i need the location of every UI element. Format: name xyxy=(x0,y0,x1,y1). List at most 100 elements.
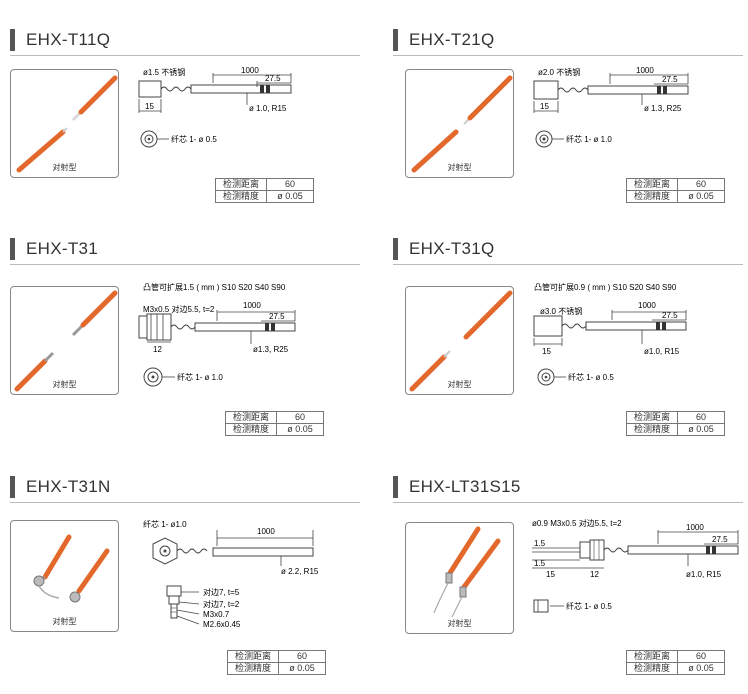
dim-label: 15 xyxy=(542,347,551,356)
dim-label: 凸管可扩展0.9 ( mm ) S10 S20 S40 S90 xyxy=(534,282,677,292)
dim-label: ø 2.2, R15 xyxy=(281,567,319,576)
core-label: 纤芯 1- ø 0.5 xyxy=(568,372,614,382)
product-photo: 对射型 xyxy=(10,520,119,632)
dimension-drawing: ø1.5 不锈钢 1000 27.5 15 ø 1.0, R15 纤芯 1- ø… xyxy=(138,66,292,148)
dim-label: ø1.3, R25 xyxy=(253,345,289,354)
dim-label: ø0.9 M3x0.5 对边5.5, t=2 xyxy=(532,518,622,528)
spec-key-distance: 检测距离 xyxy=(626,650,678,663)
dim-label: 1.5 xyxy=(534,559,546,568)
spec-value-distance: 60 xyxy=(278,650,326,663)
dim-label: ø 1.3, R25 xyxy=(644,104,682,113)
dim-label: 1000 xyxy=(241,66,259,75)
product-title: EHX-LT31S15 xyxy=(409,477,521,496)
dim-label: 对边7, t=5 xyxy=(203,587,240,597)
spec-value-distance: 60 xyxy=(677,411,725,424)
photo-caption: 对射型 xyxy=(52,380,77,389)
product-panel-ehx-t11q: EHX-T11Q 对射型 ø1.5 不锈钢 1000 27.5 15 ø 1.0… xyxy=(10,27,370,247)
dim-label: ø1.5 不锈钢 xyxy=(143,67,185,77)
spec-key-distance: 检测距离 xyxy=(225,411,277,424)
photo-caption: 对射型 xyxy=(447,163,472,172)
photo-caption: 对射型 xyxy=(447,380,472,389)
dim-label: 对边7, t=2 xyxy=(203,599,240,609)
dimension-drawing: 纤芯 1- ø1.0 1000 ø 2.2, R15 对边7, t=5 对边7,… xyxy=(143,519,319,629)
product-title: EHX-T21Q xyxy=(409,30,495,49)
section-header: EHX-T21Q xyxy=(393,27,743,56)
section-header: EHX-LT31S15 xyxy=(393,474,743,503)
fiber-photo-illustration xyxy=(33,534,110,603)
spec-key-distance: 检测距离 xyxy=(215,178,267,191)
dimension-drawing: 凸管可扩展1.5 ( mm ) S10 S20 S40 S90 M3x0.5 对… xyxy=(138,282,296,387)
dim-label: 1000 xyxy=(257,527,275,536)
product-title: EHX-T31Q xyxy=(409,239,495,258)
product-panel-ehx-lt31s15: EHX-LT31S15 对射型 ø0.9 M3x0.5 对边5.5, t=2 1… xyxy=(393,474,748,694)
spec-key-precision: 检测精度 xyxy=(227,662,279,675)
core-label: 纤芯 1- ø 1.0 xyxy=(177,372,223,382)
header-accent-bar xyxy=(393,476,398,498)
dim-label: 1000 xyxy=(638,301,656,310)
section-header: EHX-T11Q xyxy=(10,27,360,56)
dim-label: ø1.0, R15 xyxy=(644,347,680,356)
dim-label: M2.6x0.45 xyxy=(203,620,241,629)
header-accent-bar xyxy=(10,476,15,498)
dim-label: ø2.0 不锈钢 xyxy=(538,67,580,77)
spec-key-distance: 检测距离 xyxy=(626,178,678,191)
spec-value-distance: 60 xyxy=(677,178,725,191)
dim-label: 27.5 xyxy=(662,311,678,320)
product-photo: 对射型 xyxy=(405,522,514,634)
dim-label: 1000 xyxy=(636,66,654,75)
spec-value-precision: ø 0.05 xyxy=(276,423,324,436)
dim-label: 15 xyxy=(145,102,154,111)
core-label: 纤芯 1- ø 0.5 xyxy=(171,134,217,144)
spec-value-precision: ø 0.05 xyxy=(278,662,326,675)
spec-value-distance: 60 xyxy=(266,178,314,191)
product-panel-ehx-t31q: EHX-T31Q 对射型 凸管可扩展0.9 ( mm ) S10 S20 S40… xyxy=(393,236,748,456)
dim-label: 1000 xyxy=(243,301,261,310)
spec-value-precision: ø 0.05 xyxy=(266,190,314,203)
spec-value-distance: 60 xyxy=(276,411,324,424)
spec-key-precision: 检测精度 xyxy=(626,423,678,436)
product-title: EHX-T11Q xyxy=(26,30,111,49)
product-photo: 对射型 xyxy=(10,286,119,395)
spec-key-precision: 检测精度 xyxy=(626,190,678,203)
dim-label: ø1.0, R15 xyxy=(686,570,722,579)
dim-label: ø3.0 不锈钢 xyxy=(540,306,582,316)
dim-label: M3x0.5 对边5.5, t=2 xyxy=(143,304,215,314)
spec-value-precision: ø 0.05 xyxy=(677,423,725,436)
product-title: EHX-T31N xyxy=(26,477,111,496)
dim-label: 12 xyxy=(153,345,162,354)
fiber-photo-illustration xyxy=(433,526,501,618)
section-header: EHX-T31 xyxy=(10,236,360,265)
product-title: EHX-T31 xyxy=(26,239,99,258)
fiber-photo-illustration xyxy=(409,290,513,392)
dim-label: ø 1.0, R15 xyxy=(249,104,287,113)
product-panel-ehx-t31n: EHX-T31N 对射型 纤芯 1- ø1.0 1000 ø 2.2, R15 xyxy=(10,474,370,694)
dimension-drawing: 凸管可扩展0.9 ( mm ) S10 S20 S40 S90 ø3.0 不锈钢… xyxy=(533,282,687,386)
product-photo: 对射型 xyxy=(10,69,119,178)
dim-label: 纤芯 1- ø1.0 xyxy=(143,519,187,529)
dim-label: 凸管可扩展1.5 ( mm ) S10 S20 S40 S90 xyxy=(143,282,286,292)
photo-caption: 对射型 xyxy=(52,163,77,172)
dim-label: 27.5 xyxy=(269,312,285,321)
spec-key-precision: 检测精度 xyxy=(215,190,267,203)
dim-label: 1000 xyxy=(686,523,704,532)
spec-key-distance: 检测距离 xyxy=(626,411,678,424)
dim-label: 12 xyxy=(590,570,599,579)
dim-label: M3x0.7 xyxy=(203,610,230,619)
dimension-drawing: ø2.0 不锈钢 1000 27.5 15 ø 1.3, R25 纤芯 1- ø… xyxy=(533,66,689,148)
header-accent-bar xyxy=(393,29,398,51)
section-header: EHX-T31N xyxy=(10,474,360,503)
dim-label: 27.5 xyxy=(712,535,728,544)
product-photo: 对射型 xyxy=(405,69,514,178)
spec-key-precision: 检测精度 xyxy=(225,423,277,436)
photo-caption: 对射型 xyxy=(52,617,77,626)
dimension-drawing: ø0.9 M3x0.5 对边5.5, t=2 1000 27.5 1.5 1.5… xyxy=(532,518,739,613)
dim-label: 27.5 xyxy=(662,75,678,84)
product-photo: 对射型 xyxy=(405,286,514,395)
fiber-photo-illustration xyxy=(14,290,118,392)
fiber-photo-illustration xyxy=(16,75,118,173)
